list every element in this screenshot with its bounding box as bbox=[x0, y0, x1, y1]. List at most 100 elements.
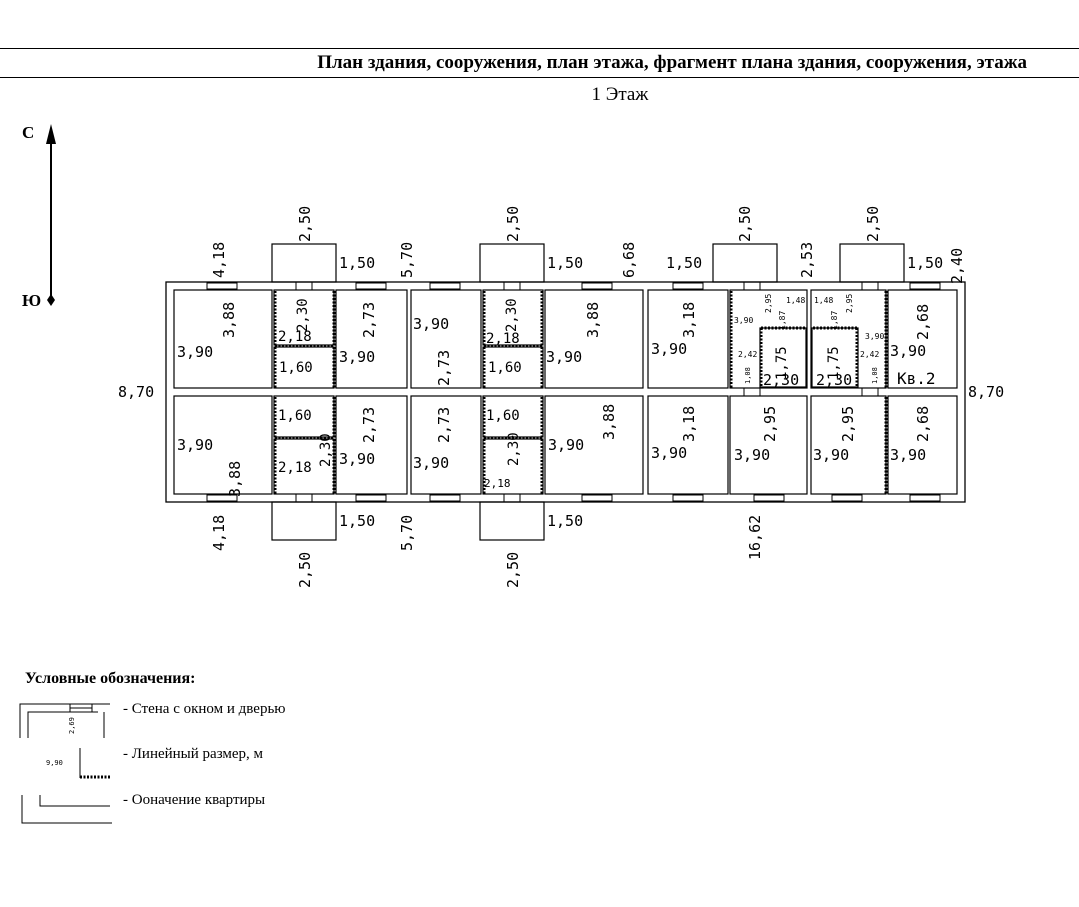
room bbox=[544, 289, 644, 389]
room bbox=[729, 289, 808, 389]
apartment-label: Кв.2 bbox=[897, 369, 936, 388]
dimension-label: 2,50 bbox=[504, 552, 522, 588]
floor-label: 1 Этаж bbox=[591, 84, 649, 105]
dimension-label: 1,48 bbox=[814, 296, 833, 305]
room bbox=[810, 395, 887, 495]
dimension-label: 3,90 bbox=[546, 348, 582, 366]
room bbox=[335, 395, 408, 495]
dimension-label: 1,08 bbox=[744, 367, 752, 384]
room bbox=[729, 395, 808, 495]
legend-apartment-sample bbox=[21, 795, 112, 824]
porch bbox=[712, 243, 778, 283]
dimension-label: 1,87 bbox=[778, 311, 787, 330]
dimension-label: 16,62 bbox=[746, 515, 764, 560]
dimension-label: 3,90 bbox=[177, 436, 213, 454]
dimension-label: 2,30 bbox=[318, 433, 334, 467]
dimension-label: 1,50 bbox=[666, 254, 702, 272]
dimension-label: 2,30 bbox=[763, 371, 799, 389]
dimension-label: 1,50 bbox=[907, 254, 943, 272]
dimension-label: 2,42 bbox=[738, 350, 757, 359]
dimension-label: 3,90 bbox=[548, 436, 584, 454]
dimension-label: 2,53 bbox=[798, 242, 816, 278]
compass: С Ю bbox=[22, 123, 56, 310]
dimension-label: 1,50 bbox=[339, 254, 375, 272]
dimension-label: 3,90 bbox=[734, 446, 770, 464]
dimension-label: 2,50 bbox=[296, 206, 314, 242]
room bbox=[887, 289, 958, 389]
dimension-label: 2,68 bbox=[914, 406, 932, 442]
dimension-label: 1,50 bbox=[547, 512, 583, 530]
room bbox=[544, 395, 644, 495]
dimension-label: 2,30 bbox=[504, 298, 520, 332]
legend-item-wall: - Стена с окном и дверью bbox=[123, 701, 286, 717]
porch bbox=[839, 243, 905, 283]
room bbox=[173, 289, 273, 389]
dimension-label: 2,18 bbox=[486, 331, 520, 347]
room bbox=[335, 289, 408, 389]
dimension-label: 3,18 bbox=[680, 302, 698, 338]
dimension-label: 2,30 bbox=[295, 298, 311, 332]
dimension-label: 2,73 bbox=[435, 350, 453, 386]
legend-wall-sample bbox=[19, 703, 110, 738]
dimension-label: 1,50 bbox=[547, 254, 583, 272]
room bbox=[647, 395, 729, 495]
dimension-label: 2,95 bbox=[761, 406, 779, 442]
dimension-label: 2,42 bbox=[860, 350, 879, 359]
dimension-label: 2,68 bbox=[914, 304, 932, 340]
dimension-label: 3,90 bbox=[413, 315, 449, 333]
room bbox=[173, 395, 273, 495]
dimension-label: 1,75 bbox=[774, 346, 790, 380]
dimension-label: 3,90 bbox=[413, 454, 449, 472]
dimension-label: 2,18 bbox=[278, 329, 312, 345]
dimension-label: 1,08 bbox=[871, 367, 879, 384]
legend-item-apartment: - Ооначение квартиры bbox=[123, 792, 266, 808]
dimension-label: 2,30 bbox=[506, 432, 522, 466]
legend-samples bbox=[19, 703, 112, 824]
dimension-label: 2,95 bbox=[839, 406, 857, 442]
dimension-label: 3,90 bbox=[734, 316, 753, 325]
legend-dim-sample: 9,90 bbox=[46, 759, 63, 767]
dimension-label: 1,60 bbox=[488, 360, 522, 376]
north-label: С bbox=[22, 123, 34, 142]
dimension-label: 1,48 bbox=[786, 296, 805, 305]
dimension-label: 2,95 bbox=[845, 294, 854, 313]
windows bbox=[206, 282, 941, 502]
dimension-label: 8,70 bbox=[968, 383, 1004, 401]
porch bbox=[271, 243, 337, 283]
dimension-label: 2,18 bbox=[484, 477, 511, 490]
dimension-label: 1,60 bbox=[278, 408, 312, 424]
dimension-label: 2,50 bbox=[736, 206, 754, 242]
north-arrow-icon bbox=[46, 124, 56, 144]
partition-walls bbox=[273, 291, 888, 494]
dimension-label: 2,73 bbox=[360, 407, 378, 443]
dimension-label: 2,50 bbox=[504, 206, 522, 242]
porch bbox=[479, 501, 545, 541]
dimension-label: 3,90 bbox=[865, 332, 884, 341]
dimension-label: 2,73 bbox=[435, 407, 453, 443]
doors bbox=[295, 282, 879, 502]
south-marker-icon bbox=[47, 294, 55, 306]
porch bbox=[271, 501, 337, 541]
legend-item-dimension: - Линейный размер, м bbox=[123, 746, 264, 762]
dimension-label: 3,90 bbox=[651, 444, 687, 462]
dimension-label: 1,87 bbox=[830, 311, 839, 330]
dimension-label: 3,90 bbox=[813, 446, 849, 464]
dimension-label: 1,60 bbox=[279, 360, 313, 376]
dimension-label: 1,50 bbox=[339, 512, 375, 530]
legend-title: Условные обозначения: bbox=[25, 670, 196, 687]
dimension-label: 3,90 bbox=[177, 343, 213, 361]
room bbox=[810, 289, 887, 389]
room bbox=[887, 395, 958, 495]
legend-wall-dim: 2,69 bbox=[68, 717, 76, 734]
dimension-label: 2,95 bbox=[764, 294, 773, 313]
porch bbox=[479, 243, 545, 283]
dimension-label: 2,18 bbox=[278, 460, 312, 476]
room bbox=[410, 395, 482, 495]
room bbox=[647, 289, 729, 389]
south-label: Ю bbox=[22, 291, 41, 310]
dimension-label: 8,70 bbox=[118, 383, 154, 401]
dimension-label: 4,18 bbox=[210, 515, 228, 551]
dimension-label: 5,70 bbox=[398, 242, 416, 278]
